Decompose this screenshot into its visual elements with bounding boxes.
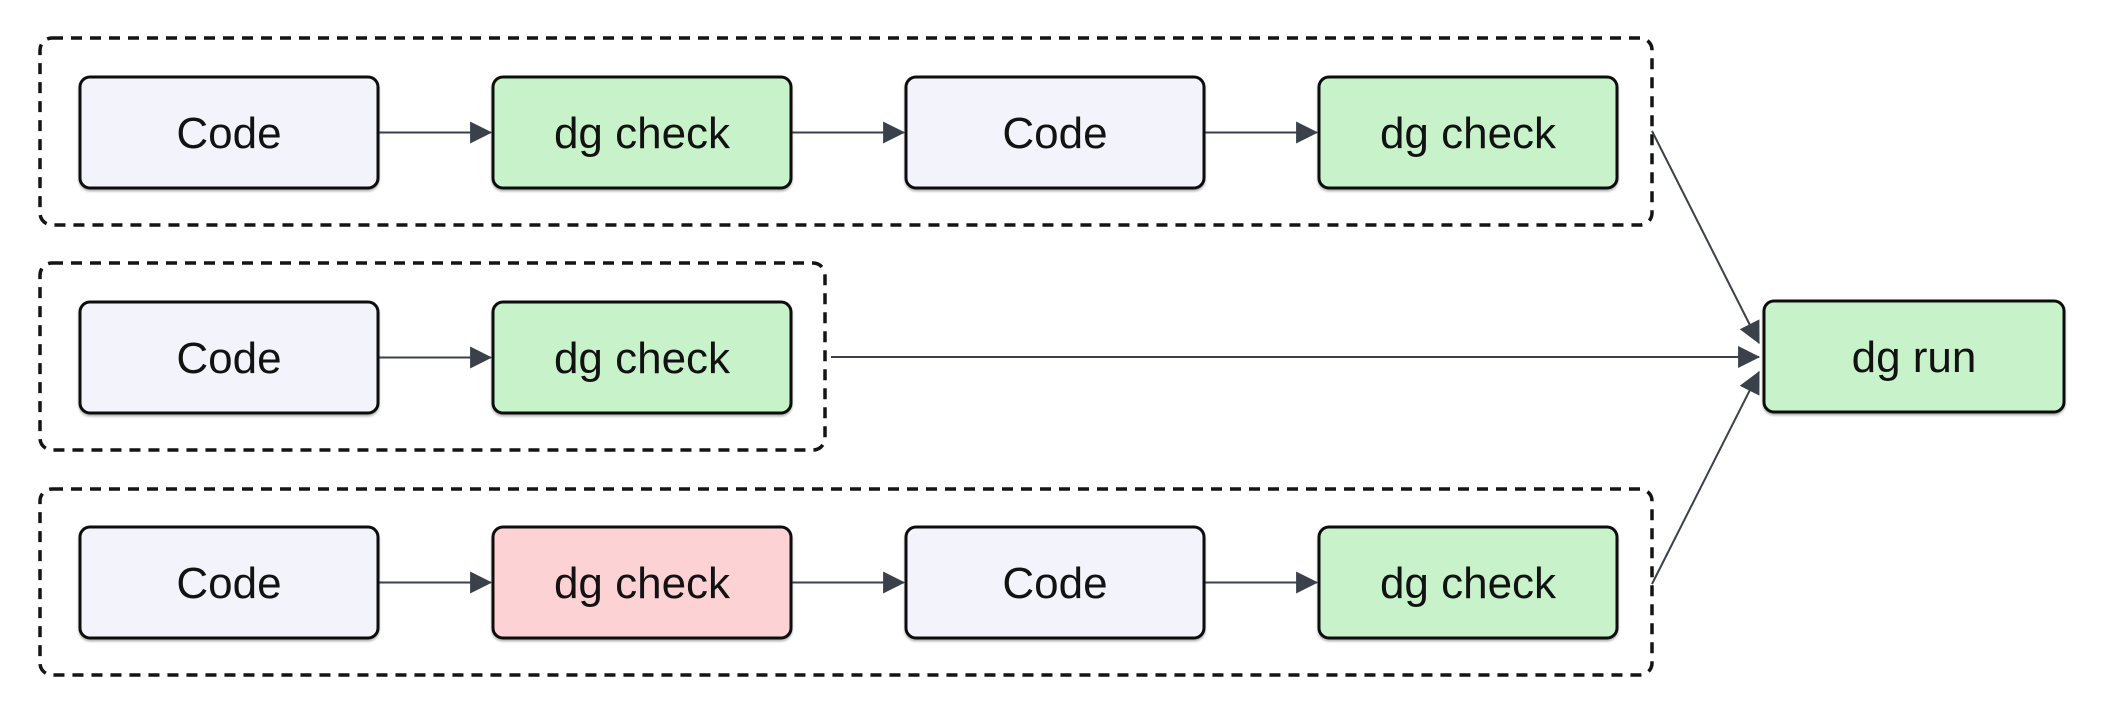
node-box bbox=[78, 75, 380, 190]
node-dg-check-pass: dg check bbox=[1317, 75, 1619, 190]
node-code: Code bbox=[904, 75, 1206, 190]
node-box bbox=[1317, 525, 1619, 640]
node-box bbox=[78, 525, 380, 640]
node-box bbox=[1317, 75, 1619, 190]
node-label: dg run bbox=[1852, 333, 1977, 382]
branch-middle-container bbox=[38, 261, 827, 452]
node-label: Code bbox=[176, 109, 281, 158]
node-dg-check-fail: dg check bbox=[491, 525, 793, 640]
node-box bbox=[78, 300, 380, 415]
node-label: Code bbox=[176, 334, 281, 383]
node-box bbox=[491, 75, 793, 190]
node-dg-check-pass: dg check bbox=[491, 300, 793, 415]
node-box bbox=[904, 75, 1206, 190]
node-dg-run: dg run bbox=[1762, 299, 2066, 414]
node-box bbox=[491, 525, 793, 640]
node-code: Code bbox=[78, 525, 380, 640]
edge-branch-top-to-dg-run bbox=[1651, 130, 1760, 344]
node-label: Code bbox=[1002, 559, 1107, 608]
node-label: Code bbox=[176, 559, 281, 608]
node-label: Code bbox=[1002, 109, 1107, 158]
node-box bbox=[904, 525, 1206, 640]
node-code: Code bbox=[78, 75, 380, 190]
node-dg-check-pass: dg check bbox=[491, 75, 793, 190]
node-label: dg check bbox=[554, 559, 731, 608]
node-box bbox=[491, 300, 793, 415]
node-code: Code bbox=[904, 525, 1206, 640]
node-label: dg check bbox=[554, 334, 731, 383]
node-code: Code bbox=[78, 300, 380, 415]
node-label: dg check bbox=[554, 109, 731, 158]
node-dg-check-pass: dg check bbox=[1317, 525, 1619, 640]
node-label: dg check bbox=[1380, 559, 1557, 608]
node-box bbox=[1762, 299, 2066, 414]
edge-branch-bottom-to-dg-run bbox=[1651, 371, 1760, 585]
node-label: dg check bbox=[1380, 109, 1557, 158]
